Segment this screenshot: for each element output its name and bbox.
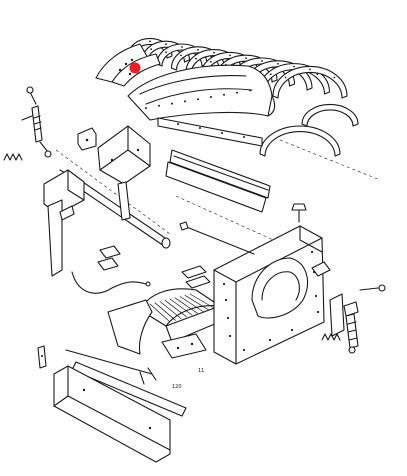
control-cable xyxy=(71,271,147,294)
part-number-label: 120 xyxy=(172,384,182,390)
tension-rod-assembly-left xyxy=(21,86,52,158)
concave-arch-bar xyxy=(301,103,359,127)
right-pivot-bracket xyxy=(311,261,359,337)
left-mounting-bracket xyxy=(43,169,85,277)
tension-rod-assembly-right xyxy=(345,284,386,354)
lower-flat-bar xyxy=(71,361,187,417)
small-latch-tab xyxy=(37,345,47,369)
upright-support-bracket xyxy=(97,125,151,221)
concave-arch-bar xyxy=(259,125,341,157)
compression-spring-left xyxy=(3,153,23,161)
long-bolt-rod xyxy=(65,349,157,385)
compression-spring-right xyxy=(321,333,341,341)
rear-frame-plate xyxy=(213,225,325,365)
frame-tie-rods xyxy=(179,221,255,255)
retaining-clips xyxy=(97,245,211,289)
hex-bolt xyxy=(291,203,307,223)
concave-arch-bars xyxy=(127,37,359,157)
bottom-cover-plate xyxy=(53,365,171,463)
highlight-marker xyxy=(129,62,141,74)
lower-bracket-plate xyxy=(161,333,207,359)
threshing-cover-panel xyxy=(127,64,276,121)
rasp-bar-middle xyxy=(165,149,271,213)
part-number-label: 11 xyxy=(198,368,204,374)
small-angle-bracket xyxy=(77,127,97,151)
concave-arch-bar xyxy=(272,65,348,99)
rasp-bar-upper xyxy=(157,117,263,147)
